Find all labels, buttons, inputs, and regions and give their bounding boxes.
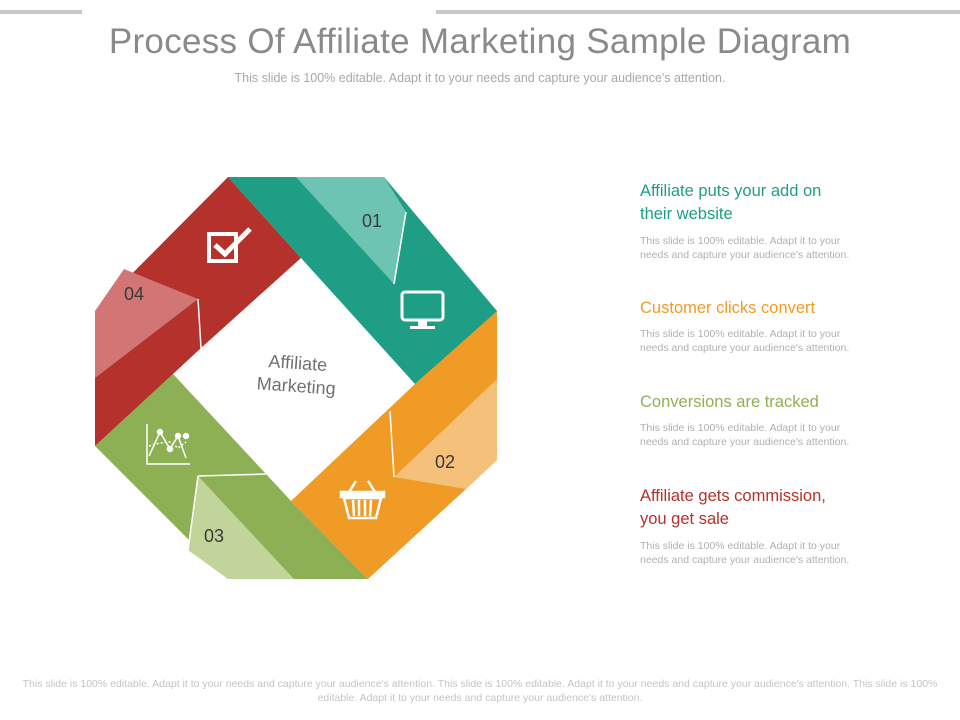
footer-text: This slide is 100% editable. Adapt it to… [22, 678, 938, 704]
line-chart-icon [146, 424, 190, 465]
page-title: Process Of Affiliate Marketing Sample Di… [108, 22, 852, 61]
segment-04 [95, 177, 301, 446]
segment-03 [95, 374, 368, 579]
legend-item-04: Affiliate gets commission, you get sale … [640, 485, 880, 567]
legend-title-line2: you get sale [640, 510, 729, 528]
top-accent-bar-right [436, 10, 960, 14]
legend-title-line1: Customer clicks convert [640, 299, 816, 317]
segment-01 [228, 177, 497, 384]
step-number-02: 02 [435, 452, 456, 472]
legend-title: Customer clicks convert [640, 297, 880, 320]
legend-title-line1: Affiliate gets commission, [640, 487, 826, 505]
legend-title-line1: Conversions are tracked [640, 393, 819, 411]
step-number-03: 03 [204, 526, 225, 546]
legend-title: Affiliate gets commission, you get sale [640, 485, 880, 531]
legend-item-03: Conversions are tracked This slide is 10… [640, 391, 880, 449]
legend-description: This slide is 100% editable. Adapt it to… [640, 235, 850, 261]
legend-item-02: Customer clicks convert This slide is 10… [640, 297, 880, 355]
legend-title-line1: Affiliate puts your add on [640, 182, 822, 200]
monitor-icon [400, 290, 445, 329]
legend-title: Affiliate puts your add on their website [640, 180, 880, 226]
basket-icon [339, 480, 386, 520]
page-subtitle: This slide is 100% editable. Adapt it to… [234, 71, 726, 85]
top-accent-bar-left [0, 10, 82, 14]
legend-title: Conversions are tracked [640, 391, 880, 414]
legend-item-01: Affiliate puts your add on their website… [640, 180, 880, 262]
legend-description: This slide is 100% editable. Adapt it to… [640, 422, 850, 448]
center-label: Affiliate Marketing [231, 348, 364, 403]
legend-title-line2: their website [640, 205, 733, 223]
step-number-01: 01 [362, 211, 383, 231]
step-number-04: 04 [124, 284, 145, 304]
legend-description: This slide is 100% editable. Adapt it to… [640, 540, 850, 566]
legend-description: This slide is 100% editable. Adapt it to… [640, 328, 850, 354]
checkbox-icon [207, 227, 252, 263]
segment-02 [291, 311, 497, 579]
